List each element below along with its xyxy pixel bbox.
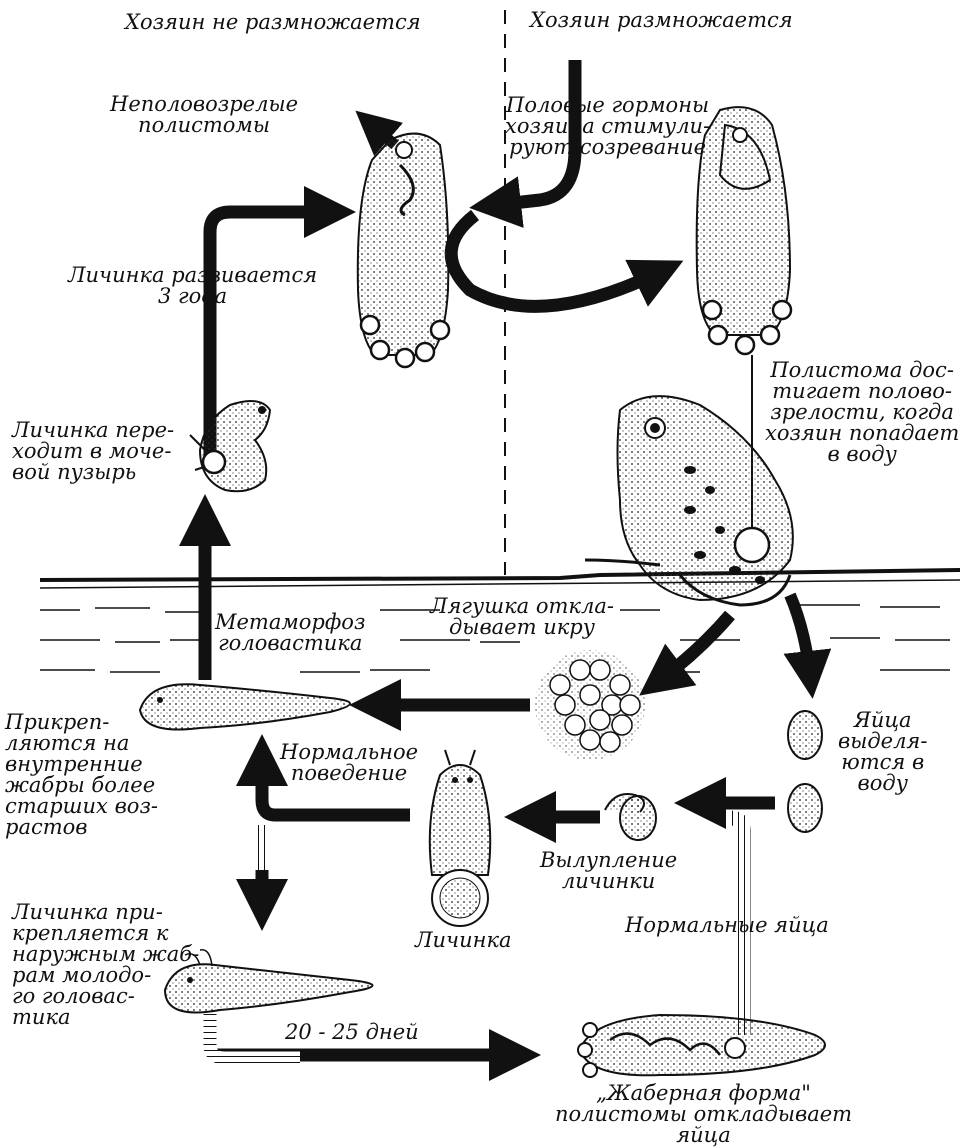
frog-spawn [535,650,645,760]
arrow-eggs-released [790,595,810,675]
label-days: 20 - 25 дней [285,1022,419,1043]
tadpole-large [140,684,350,729]
label-gill-form: „Жаберная форма" полистомы откладывает я… [555,1083,852,1146]
larva [430,750,490,926]
label-hormones: Половые гормоны хозяина стимули- руют со… [505,95,710,158]
hatching-egg [605,794,656,840]
header-host-breeding: Хозяин размножается [530,10,793,31]
small-frog [190,401,270,491]
arrow-to-mature [451,215,660,306]
label-mature: Полистома дос- тигает полово- зрелости, … [765,360,959,465]
label-external-gills: Личинка при- крепляется к наружным жаб- … [12,902,199,1028]
label-immature: Неполовозрелые полистомы [110,94,298,136]
label-normal-behavior: Нормальное поведение [280,742,418,784]
label-internal-gills: Прикреп- ляются на внутренние жабры боле… [5,712,158,838]
label-develops: Личинка развивается 3 года [68,265,317,307]
label-metamorphosis: Метаморфоз головастика [215,612,365,654]
label-larva: Личинка [415,930,512,951]
label-spawn: Лягушка откла- дывает икру [430,596,614,638]
gill-form-polystoma [578,1015,825,1077]
mature-polystoma [697,107,791,354]
header-host-not-breeding: Хозяин не размножается [125,12,421,33]
label-eggs-released: Яйца выделя- ются в воду [838,710,927,794]
immature-polystoma [358,134,449,367]
label-hatching: Вылупление личинки [540,850,677,892]
label-normal-eggs: Нормальные яйца [625,915,829,936]
label-to-bladder: Личинка пере- ходит в моче- вой пузырь [12,420,174,483]
released-eggs [788,711,822,832]
arrow-spawn [660,615,730,680]
